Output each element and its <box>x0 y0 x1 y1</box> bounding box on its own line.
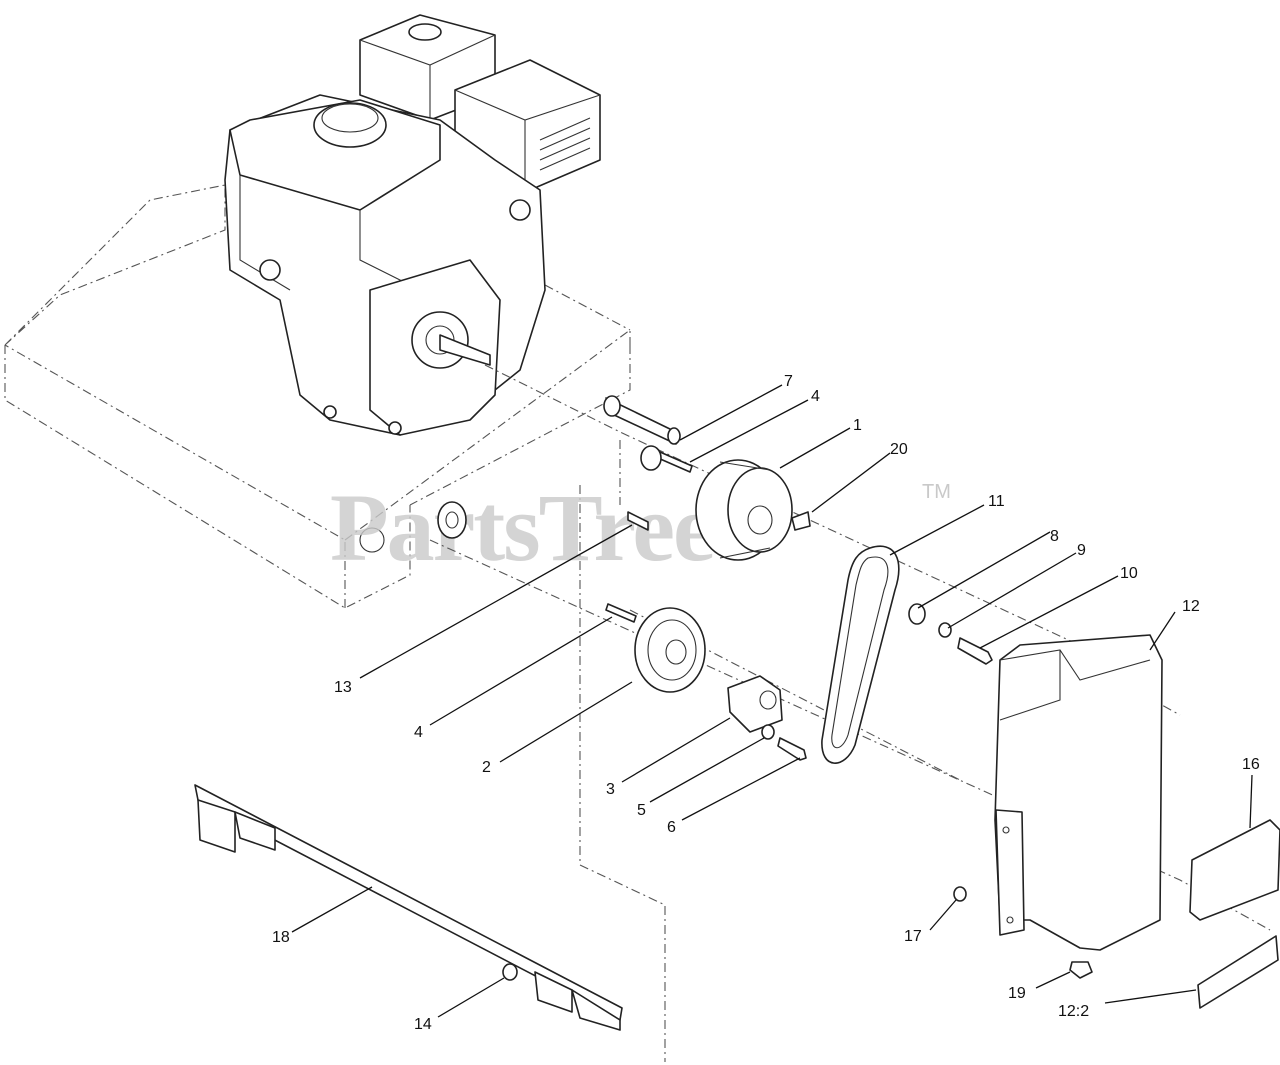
part-1-drive-pulley <box>695 459 793 561</box>
engine <box>224 14 601 436</box>
callout-4-lower: 4 <box>414 724 423 741</box>
part-2-driven-pulley <box>634 607 706 693</box>
part-16-decal <box>1189 819 1280 921</box>
callout-11: 11 <box>988 493 1005 510</box>
leader-lines <box>291 384 1253 1018</box>
part-4-key-lower <box>605 603 637 623</box>
watermark-trademark: TM <box>922 481 951 503</box>
part-12-belt-guard <box>994 634 1163 951</box>
callout-16: 16 <box>1242 756 1260 773</box>
part-12-2-decal <box>1197 935 1279 1009</box>
callout-7: 7 <box>784 373 793 390</box>
part-3-hub <box>727 675 783 733</box>
part-17-nut <box>953 886 967 902</box>
frame-housing <box>4 184 666 1062</box>
part-bushing <box>640 445 662 471</box>
part-5-washer <box>761 724 775 740</box>
frame-bearing <box>437 501 467 539</box>
callout-2: 2 <box>482 759 491 776</box>
part-19-bolt <box>1069 961 1093 979</box>
callout-20: 20 <box>890 441 908 458</box>
callout-4-upper: 4 <box>811 388 820 405</box>
callout-labels: 7 4 1 20 11 8 9 10 12 13 4 2 3 5 6 16 17… <box>272 373 1260 1033</box>
part-20-key <box>791 511 811 531</box>
callout-12-2: 12:2 <box>1058 1003 1089 1020</box>
part-4-key-upper <box>657 451 693 473</box>
callout-13: 13 <box>334 679 352 696</box>
part-10-bolt <box>957 637 993 665</box>
callout-17: 17 <box>904 928 922 945</box>
callout-19: 19 <box>1008 985 1026 1002</box>
part-6-bolt <box>777 737 807 761</box>
part-8-washer <box>908 603 926 625</box>
part-11-v-belt <box>821 545 900 764</box>
part-7-spacer <box>603 395 681 445</box>
part-9-lockwasher <box>938 622 952 638</box>
watermark-text: PartsTree <box>330 474 714 581</box>
callout-1: 1 <box>853 417 862 434</box>
part-18-shield <box>194 784 623 1031</box>
part-13-bolt <box>627 511 649 531</box>
callout-14: 14 <box>414 1016 432 1033</box>
callout-5: 5 <box>637 802 646 819</box>
callout-12: 12 <box>1182 598 1200 615</box>
part-14-nut <box>502 963 518 981</box>
callout-10: 10 <box>1120 565 1138 582</box>
callout-8: 8 <box>1050 528 1059 545</box>
callout-6: 6 <box>667 819 676 836</box>
callout-18: 18 <box>272 929 290 946</box>
callout-3: 3 <box>606 781 615 798</box>
callout-9: 9 <box>1077 542 1086 559</box>
